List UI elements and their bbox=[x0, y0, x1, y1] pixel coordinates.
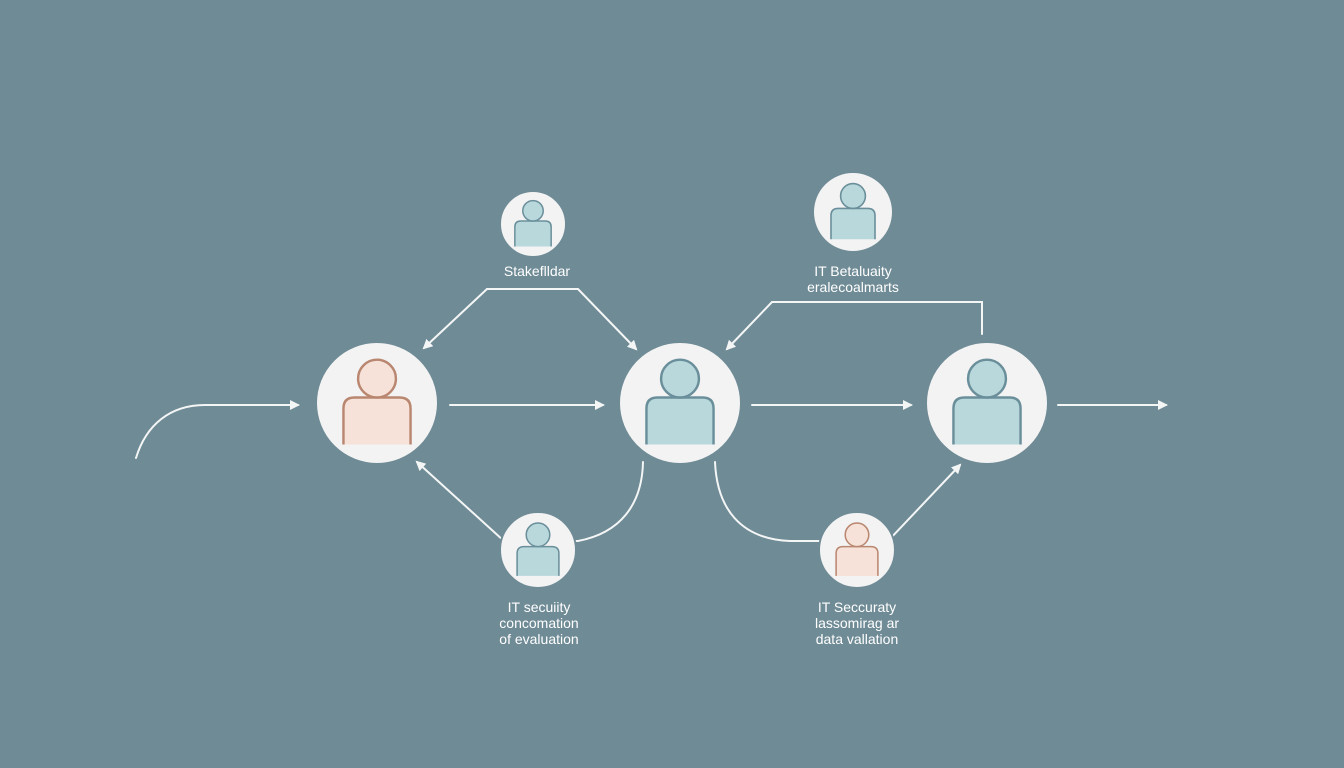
label-top-right: IT Betaluaity eralecoalmarts bbox=[807, 263, 899, 295]
arrow-top-left-to-node1 bbox=[422, 288, 488, 350]
node-main-2 bbox=[618, 341, 742, 465]
person-head bbox=[839, 182, 867, 210]
label-bottom-right: IT Seccuraty lassomirag ar data vallatio… bbox=[815, 599, 899, 647]
label-top-left: Stakeflldar bbox=[504, 263, 570, 279]
person-icon bbox=[516, 522, 560, 576]
arrow-top-left-to-node2 bbox=[486, 288, 638, 351]
node-bottom-right bbox=[818, 511, 896, 589]
node-top-left bbox=[499, 190, 567, 258]
person-body bbox=[516, 545, 560, 576]
person-body bbox=[830, 207, 876, 240]
node-bottom-left bbox=[499, 511, 577, 589]
connectors bbox=[135, 288, 1168, 542]
label-top-left-line-1: Stakeflldar bbox=[503, 263, 571, 279]
person-body bbox=[514, 220, 552, 247]
person-head bbox=[659, 358, 701, 399]
label-bottom-left-line-1: IT secuiity bbox=[507, 599, 571, 615]
person-icon bbox=[830, 182, 876, 240]
arrow-node2-loop-to-node3 bbox=[714, 461, 962, 542]
person-head bbox=[844, 522, 870, 548]
label-top-right-line-1: IT Betaluaity bbox=[814, 263, 892, 279]
person-body bbox=[835, 545, 879, 576]
label-bottom-right-line-3: data vallation bbox=[815, 631, 899, 647]
person-body bbox=[645, 396, 715, 445]
person-icon bbox=[645, 358, 715, 445]
node-main-3 bbox=[925, 341, 1049, 465]
person-body bbox=[952, 396, 1022, 445]
person-head bbox=[522, 199, 544, 222]
nodes bbox=[315, 171, 1049, 589]
arrow-node2-loop-to-node1 bbox=[415, 460, 644, 542]
node-top-right bbox=[812, 171, 894, 253]
person-icon bbox=[835, 522, 879, 576]
person-head bbox=[525, 522, 551, 548]
entry-arrow bbox=[135, 400, 300, 459]
arrow-top-right-to-node2 bbox=[725, 301, 983, 351]
label-bottom-right-line-2: lassomirag ar bbox=[814, 615, 900, 631]
person-head bbox=[966, 358, 1008, 399]
label-top-right-line-2: eralecoalmarts bbox=[807, 279, 899, 295]
label-bottom-left: IT secuiity concomation of evaluation bbox=[499, 599, 578, 647]
node-main-1 bbox=[315, 341, 439, 465]
person-icon bbox=[952, 358, 1022, 445]
label-bottom-left-line-2: concomation bbox=[499, 615, 579, 631]
label-bottom-left-line-3: of evaluation bbox=[499, 631, 579, 647]
label-bottom-right-line-1: IT Seccuraty bbox=[817, 599, 897, 615]
person-icon bbox=[514, 199, 552, 247]
person-head bbox=[356, 358, 398, 399]
person-body bbox=[342, 396, 412, 445]
person-icon bbox=[342, 358, 412, 445]
